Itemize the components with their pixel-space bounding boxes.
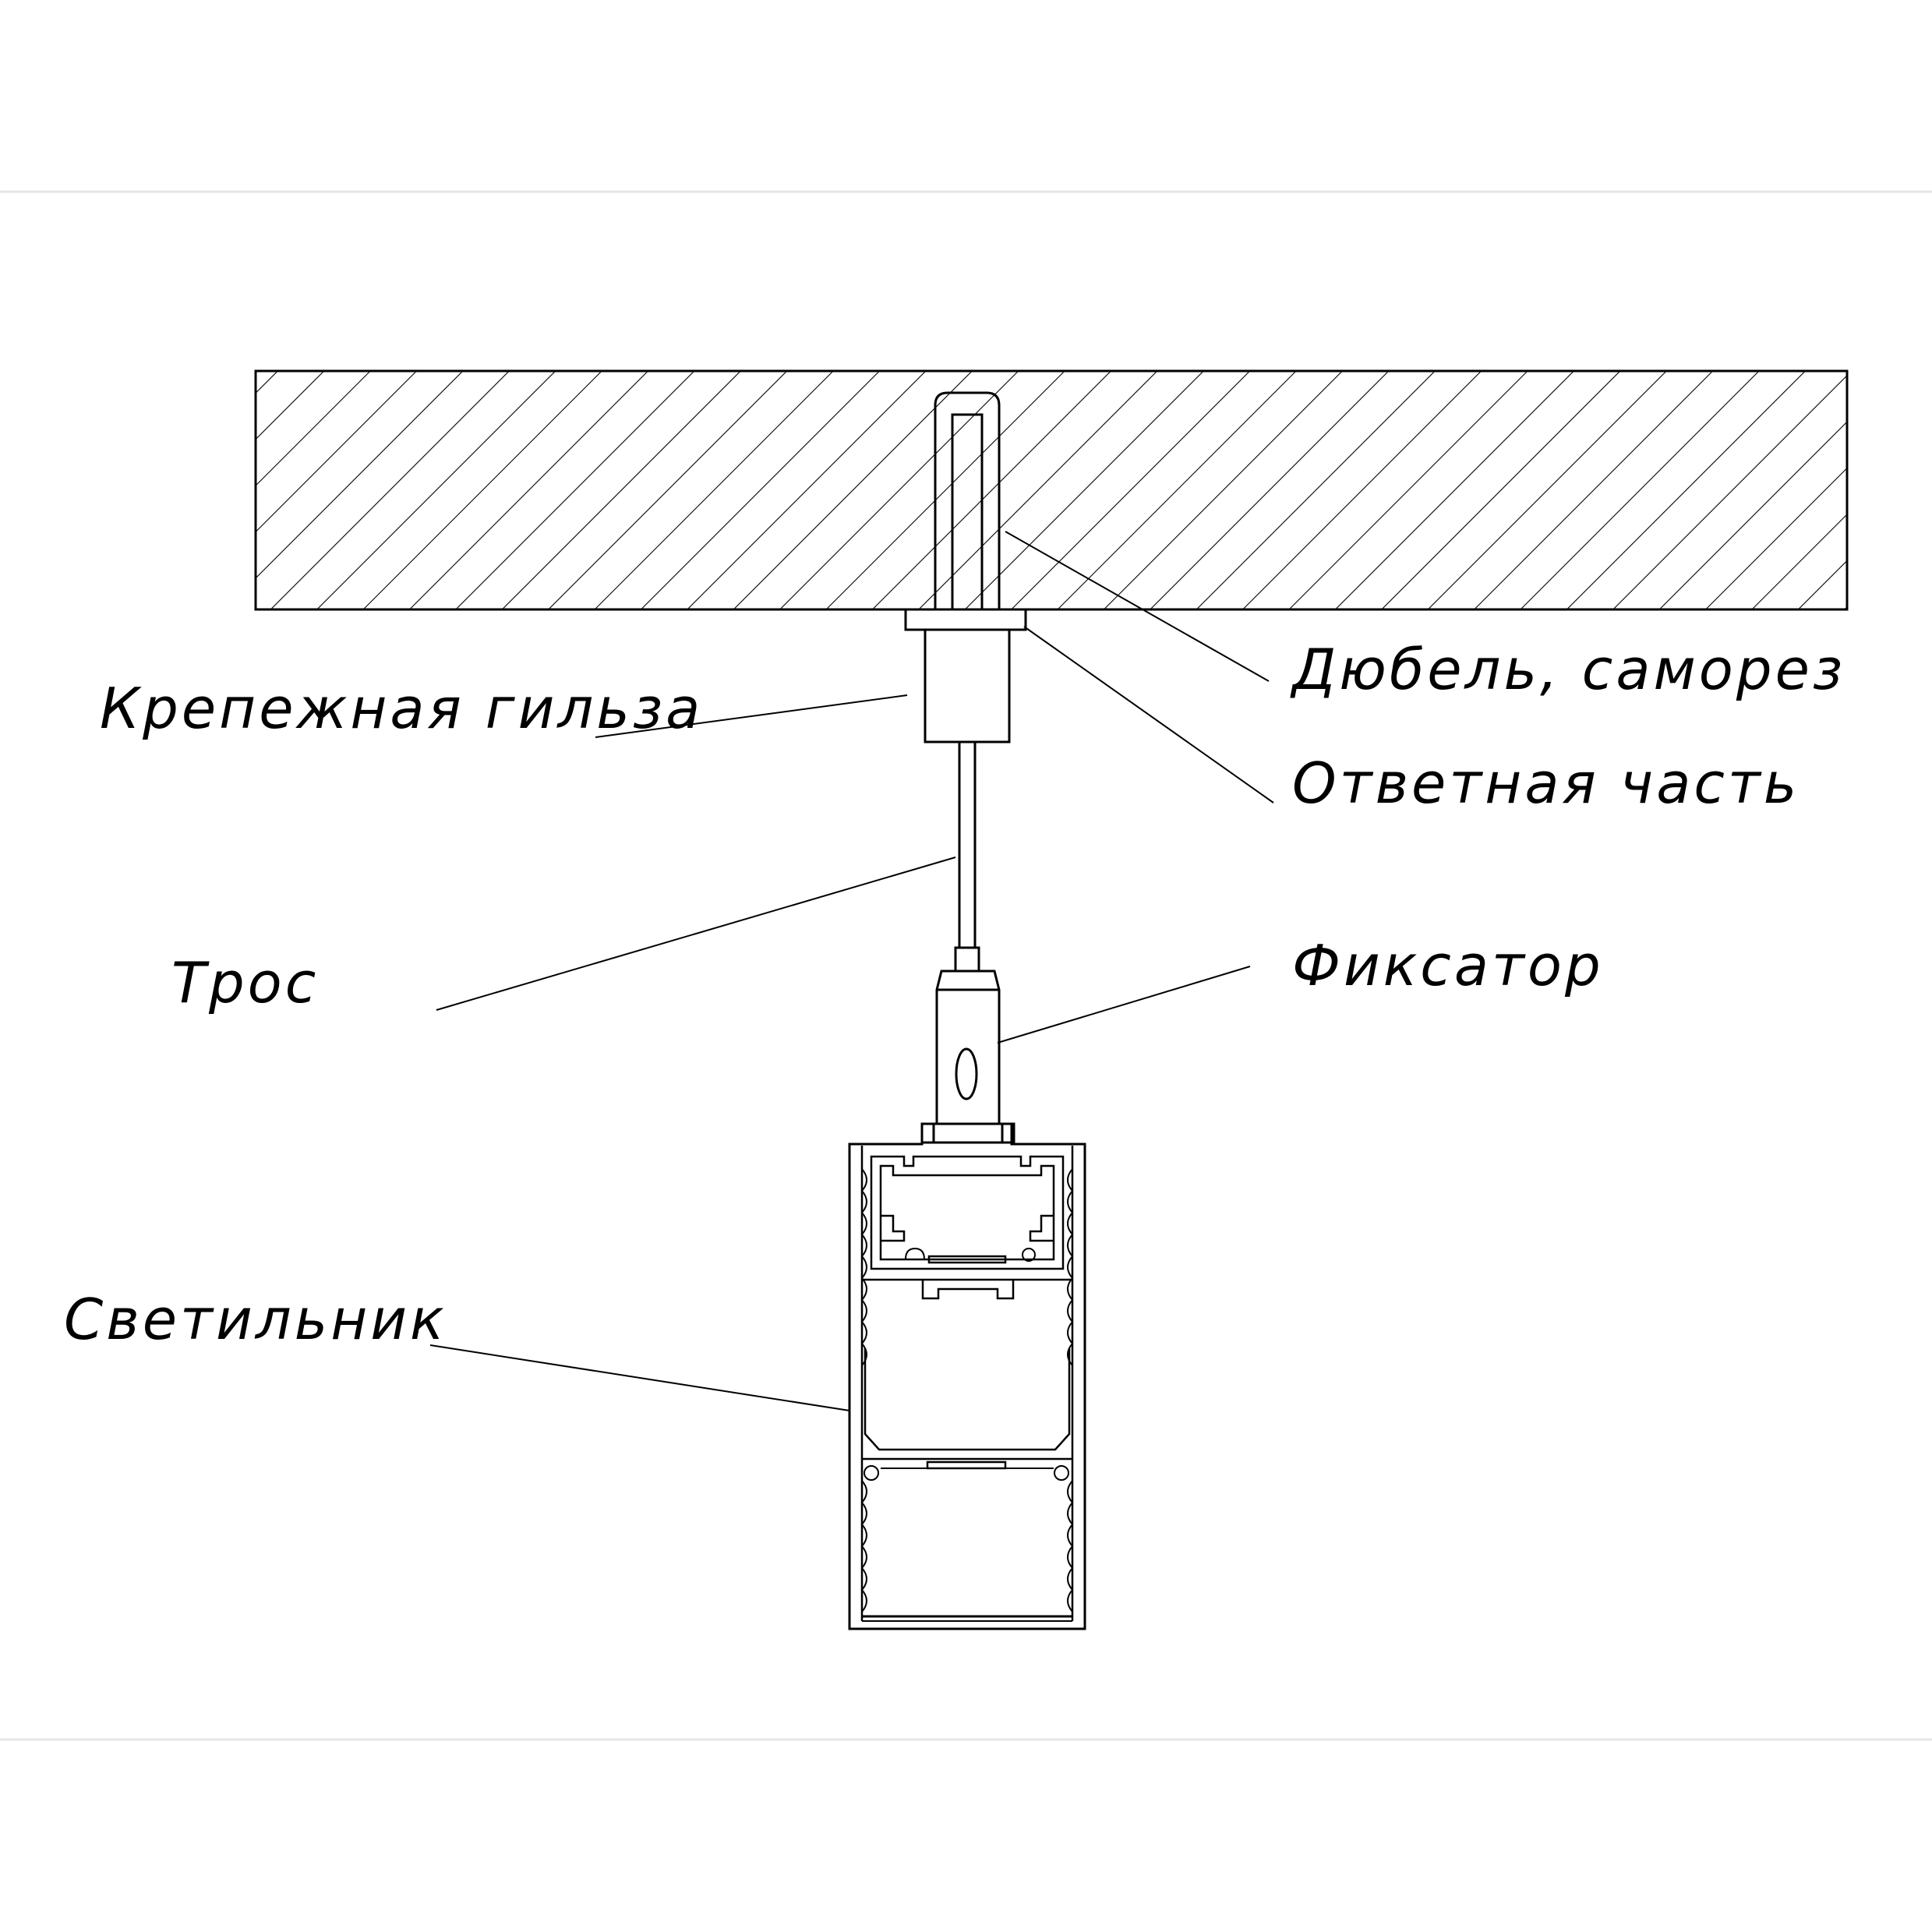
dowel-screw <box>934 391 1001 611</box>
mounting-sleeve <box>924 628 1011 743</box>
leader-counterpart <box>1023 626 1274 804</box>
label-counterpart: Ответная часть <box>1292 751 1800 816</box>
steel-cable <box>958 742 977 948</box>
leader-fixator <box>997 966 1251 1044</box>
label-fixator: Фиксатор <box>1292 933 1604 998</box>
luminaire-profile <box>848 1124 1086 1630</box>
label-cable: Трос <box>171 950 319 1015</box>
fixator <box>920 946 1015 1144</box>
leader-dowel <box>1005 531 1270 682</box>
leader-sleeve <box>595 694 908 738</box>
counterpart-flange <box>904 608 1027 631</box>
label-dowel: Дюбель, саморез <box>1290 637 1845 702</box>
label-sleeve: Крепежная гильза <box>100 676 703 741</box>
ceiling-slab <box>254 369 1849 611</box>
leader-luminaire <box>429 1344 850 1411</box>
label-luminaire: Светильник <box>64 1287 447 1352</box>
leader-cable <box>436 857 956 1011</box>
